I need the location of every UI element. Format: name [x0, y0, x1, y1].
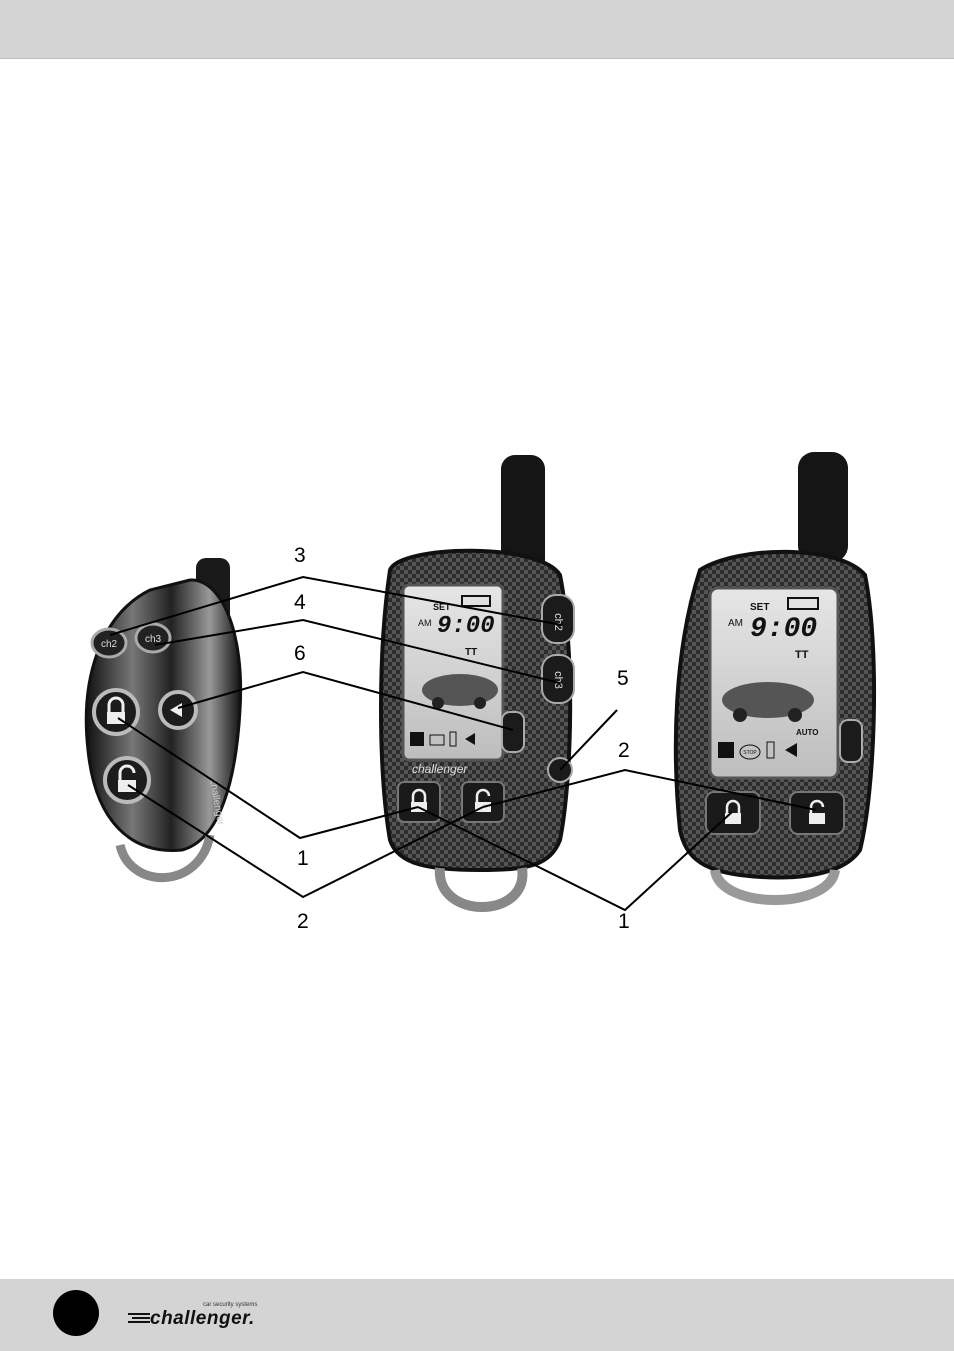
middle-side-horn-button[interactable] [502, 712, 524, 752]
callout-4: 4 [294, 592, 306, 613]
car-wheel-icon [733, 708, 747, 722]
middle-lcd-time: 9:00 [437, 613, 495, 640]
middle-lcd-tt: TT [465, 647, 477, 658]
middle-ch3-label: ch3 [552, 671, 564, 689]
right-lcd-stop: STOP [743, 750, 757, 756]
callout-3: 3 [294, 545, 306, 566]
callout-2-left: 2 [297, 911, 309, 932]
lock-icon-body [725, 813, 741, 824]
right-lcd-am: AM [728, 618, 743, 629]
lcd-lock-icon [410, 732, 424, 746]
unlock-icon-body [809, 813, 825, 824]
page-number-dot [53, 1290, 99, 1336]
small-ch2-label: ch2 [101, 639, 118, 650]
right-lcd-time: 9:00 [750, 614, 817, 645]
right-lcd-set: SET [750, 602, 769, 613]
small-remote: ch2 ch3 challenger [86, 558, 240, 878]
callout-6: 6 [294, 643, 306, 664]
middle-brand-label: challenger [412, 762, 468, 776]
middle-ch2-label: ch2 [552, 613, 564, 631]
brand-logo-mark [128, 1312, 150, 1324]
middle-lcd-am: AM [418, 618, 432, 628]
callout-2-right: 2 [618, 740, 630, 761]
callout-1-right: 1 [618, 911, 630, 932]
unlock-icon-body [118, 780, 136, 792]
right-remote: SET AM 9:00 TT AUTO STOP [676, 452, 874, 900]
right-lcd-auto: AUTO [796, 728, 819, 737]
car-wheel-icon [788, 708, 802, 722]
brand-wordmark: challenger. [150, 1308, 255, 1330]
middle-keyring [440, 868, 523, 907]
right-antenna [798, 452, 848, 562]
remotes-figure: ch2 ch3 challenger SET AM 9:00 TT challe… [60, 450, 880, 940]
car-wheel-icon [474, 697, 486, 709]
lcd-lock-icon [718, 742, 734, 758]
callout-1-left: 1 [297, 848, 309, 869]
lock-icon-body [107, 712, 125, 724]
header-bar [0, 0, 954, 59]
right-side-horn-button[interactable] [840, 720, 862, 762]
right-lcd-tt: TT [795, 649, 809, 661]
middle-remote: SET AM 9:00 TT challenger ch2 ch3 [381, 455, 574, 907]
callout-5: 5 [617, 668, 629, 689]
